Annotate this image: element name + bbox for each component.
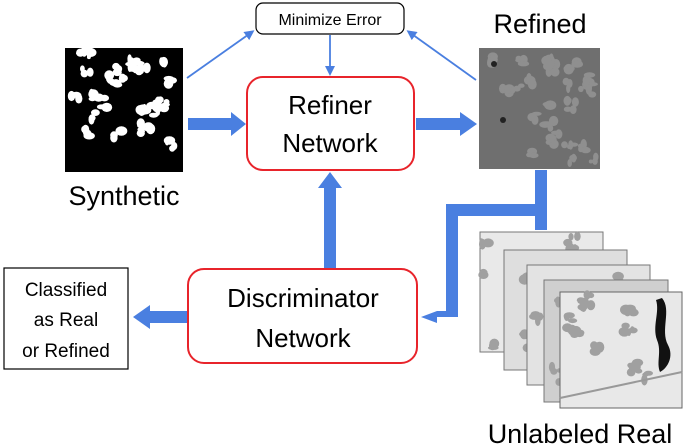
discriminator-network-box: Discriminator Network [187, 268, 418, 364]
arrow-synthetic-to-refiner [188, 112, 246, 136]
output-label-line3: or Refined [22, 341, 110, 362]
refined-label: Refined [493, 9, 586, 39]
unlabeled-real-image-stack [478, 231, 683, 409]
output-label-line2: as Real [34, 310, 98, 331]
arrow-refiner-to-refined [416, 112, 477, 136]
arrow-refined-to-minimize-error [406, 30, 477, 81]
refiner-label-line2: Network [282, 128, 378, 158]
discriminator-label-line1: Discriminator [227, 283, 379, 313]
minimize-error-box: Minimize Error [255, 2, 405, 35]
arrow-discriminator-to-refiner [318, 172, 342, 268]
arrow-synthetic-to-minimize-error [186, 30, 255, 79]
arrow-refined-and-real-to-discriminator [421, 170, 547, 323]
synthetic-label: Synthetic [68, 181, 179, 211]
classification-output-box: Classified as Real or Refined [3, 267, 129, 370]
unlabeled-real-label: Unlabeled Real [488, 419, 673, 446]
refiner-label-line1: Refiner [288, 90, 372, 120]
output-label-line1: Classified [25, 280, 107, 301]
synthetic-image [65, 45, 183, 172]
minimize-error-label: Minimize Error [278, 12, 382, 29]
refiner-network-box: Refiner Network [246, 76, 415, 171]
arrow-discriminator-to-output [133, 305, 187, 329]
discriminator-label-line2: Network [255, 323, 351, 353]
refined-image [479, 48, 600, 169]
